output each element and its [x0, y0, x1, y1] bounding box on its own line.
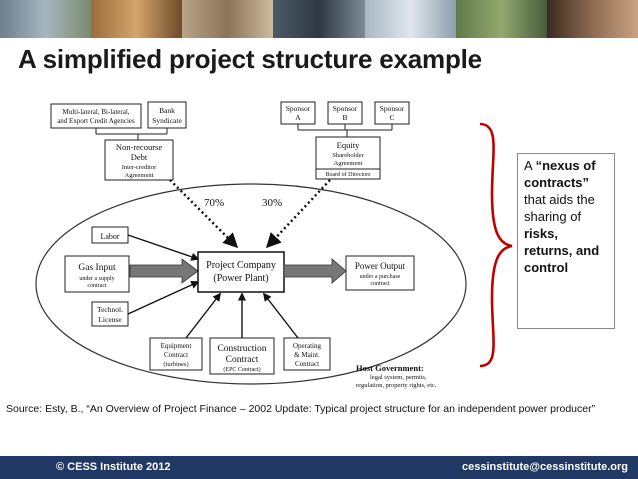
equipment-line-2: Contract	[164, 351, 188, 359]
gas-input-line-3: contract	[87, 283, 107, 289]
host-gov-line-3: regulation, property rights, etc.	[356, 382, 437, 389]
debt-arrow	[169, 179, 239, 249]
header-photo-1	[0, 0, 92, 38]
technol-line-2: License	[98, 315, 122, 324]
equity-percentage: 30%	[262, 197, 282, 209]
debt-percentage: 70%	[204, 197, 224, 209]
operating-line-1: Operating	[293, 342, 321, 350]
callout-text-part: and	[572, 243, 600, 258]
header-photo-4	[273, 0, 365, 38]
construction-line-2: Contract	[226, 355, 259, 365]
red-brace	[479, 122, 513, 368]
operating-line-3: Contract	[295, 360, 319, 368]
power-output-line-2: under a purchase	[360, 274, 401, 280]
sponsor-a-line-2: A	[295, 113, 301, 122]
operating-box	[283, 337, 331, 371]
project-company-box	[197, 251, 285, 293]
equity-box-line-1: Equity	[337, 140, 360, 150]
header-photo-2	[91, 0, 183, 38]
host-gov-line-1: Host Government:	[356, 363, 424, 373]
power-output-box	[345, 255, 415, 291]
construction-box	[209, 337, 275, 375]
equipment-line-1: Equipment	[161, 342, 192, 350]
gas-input-box	[64, 255, 130, 293]
header-photo-6	[455, 0, 547, 38]
gas-to-project-arrow	[129, 258, 199, 284]
header-photo-7	[546, 0, 638, 38]
project-company-line-2: (Power Plant)	[213, 273, 268, 284]
equipment-line-3: (turbines)	[163, 361, 188, 368]
project-to-output-arrow	[283, 258, 347, 284]
technol-line-1: Technol.	[97, 305, 123, 314]
callout-text-part: that aids the sharing of	[524, 192, 595, 224]
labor-label: Labor	[100, 232, 119, 241]
project-structure-diagram: Multi-lateral, Bi-lateral, and Export Cr…	[35, 101, 513, 389]
gas-input-line-1: Gas Input	[78, 263, 116, 273]
agencies-box-line-1: Multi-lateral, Bi-lateral,	[62, 108, 129, 116]
page-title: A simplified project structure example	[18, 44, 482, 74]
header-photo-3	[182, 0, 274, 38]
sponsor-b-line-2: B	[342, 113, 347, 122]
callout-text-part: control	[524, 260, 569, 275]
agencies-box-line-2: and Export Credit Agencies	[57, 117, 135, 125]
bank-box-line-2: Syndicate	[152, 116, 182, 125]
nexus-callout: A “nexus of contracts” that aids the sha…	[517, 153, 615, 329]
host-gov-line-2: legal system, permits,	[370, 374, 427, 381]
callout-text-part: risks, returns,	[524, 226, 573, 258]
operating-line-2: & Maint.	[294, 351, 320, 359]
footer-bar: © CESS Institute 2012 cessinstitute@cess…	[0, 456, 638, 479]
bank-box	[147, 101, 187, 129]
equity-box	[315, 136, 381, 180]
equity-arrow	[265, 179, 331, 249]
bank-box-line-1: Bank	[159, 106, 175, 115]
debt-box	[104, 139, 174, 181]
equity-box-line-3: Agreement	[334, 160, 363, 167]
equity-box-line-2: Shareholder	[332, 152, 364, 159]
power-output-line-1: Power Output	[355, 261, 406, 271]
header-photo-5	[364, 0, 456, 38]
project-company-line-1: Project Company	[206, 260, 276, 271]
technol-box	[91, 301, 129, 327]
sponsor-b-line-1: Sponsor	[333, 104, 358, 113]
footer-copyright: © CESS Institute 2012	[56, 461, 171, 473]
callout-text-part: A	[524, 158, 536, 173]
debt-box-line-1: Non-recourse	[116, 142, 162, 152]
equipment-box	[149, 337, 203, 371]
power-output-line-3: contract	[370, 281, 390, 287]
agencies-box	[50, 103, 142, 129]
debt-box-line-4: Agreement	[125, 172, 154, 179]
gas-input-line-2: under a supply	[79, 276, 114, 282]
callout-text-part: “nexus of contracts”	[524, 158, 596, 190]
debt-box-line-2: Debt	[131, 152, 148, 162]
sponsor-c-line-2: C	[389, 113, 394, 122]
construction-line-3: (EPC Contract)	[223, 366, 260, 373]
footer-email: cessinstitute@cessinstitute.org	[462, 461, 628, 473]
construction-line-1: Construction	[217, 344, 266, 354]
header-photo-strip	[0, 0, 638, 38]
source-citation: Source: Esty, B., “An Overview of Projec…	[6, 403, 596, 415]
debt-box-line-3: Inter-creditor	[122, 164, 157, 171]
equity-box-line-4: Board of Directors	[326, 171, 372, 178]
sponsor-a-line-1: Sponsor	[286, 104, 311, 113]
sponsor-c-line-1: Sponsor	[380, 104, 405, 113]
